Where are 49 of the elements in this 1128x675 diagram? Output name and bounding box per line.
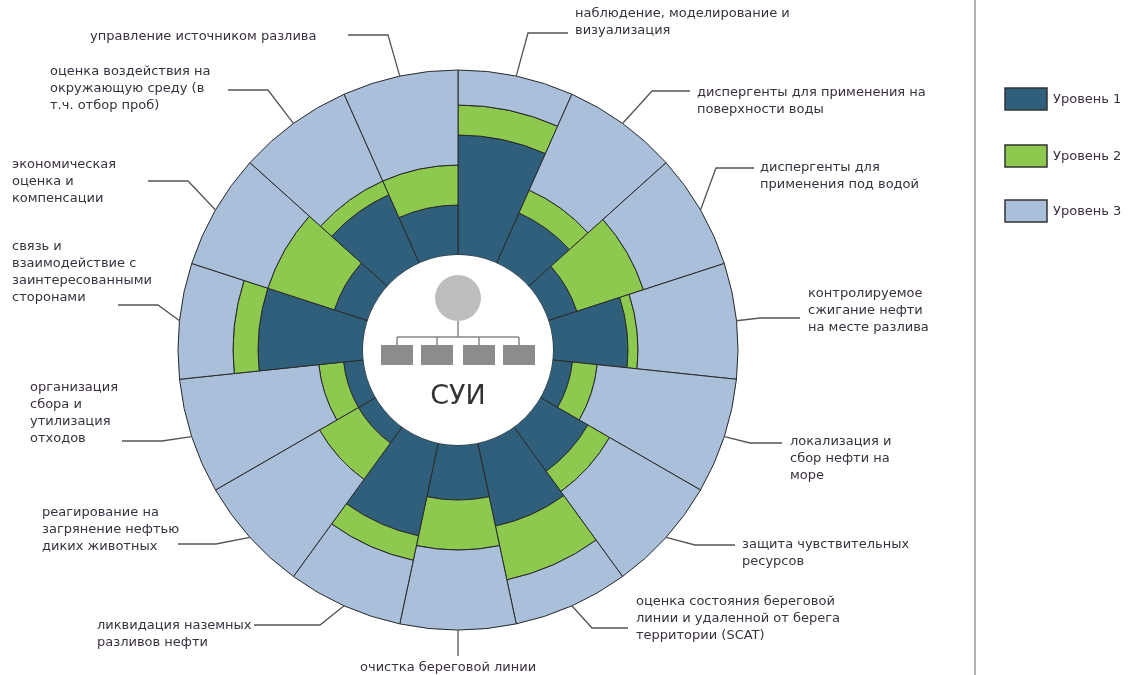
segment-label: контролируемое сжигание нефти на месте разлива: [808, 284, 943, 335]
ring-sector: [477, 426, 624, 625]
ring-sector: [343, 69, 459, 264]
leader-line: [227, 89, 295, 125]
leader-line: [147, 180, 217, 211]
segment-label: экономическая оценка и компенсации: [12, 155, 167, 206]
segment-label: наблюдение, моделирование и визуализация: [575, 4, 805, 38]
segment-label: оценка воздействия на окружающую среду (в т.ч. отбор проб): [50, 62, 225, 113]
ring-sector: [457, 69, 573, 264]
segment-label: организация сбора и утилизация отходов: [30, 378, 140, 446]
leader-line: [457, 629, 459, 657]
leader-line: [571, 605, 629, 629]
legend-label: Уровень 3: [1053, 203, 1122, 218]
leader-line: [253, 605, 345, 626]
legend-label: Уровень 2: [1053, 148, 1122, 163]
ring-sector: [547, 263, 739, 380]
ring-sector: [399, 442, 517, 631]
segment-label: ликвидация наземных разливов нефти: [97, 616, 277, 650]
ring-sector: [292, 426, 439, 625]
ring-sector: [191, 162, 388, 322]
ring-sector: [177, 263, 369, 380]
leader-line: [665, 536, 736, 546]
ring-sector: [249, 93, 420, 287]
segment-label: оценка состояния береговой линии и удаленной от берега территории (SCAT): [636, 592, 866, 643]
leader-line: [723, 435, 783, 444]
segment-label: локализация и сбор нефти на море: [790, 432, 895, 483]
segment-label: защита чувствительных ресурсов: [742, 535, 922, 569]
leader-line: [699, 167, 755, 211]
legend-label: Уровень 1: [1053, 91, 1122, 106]
ring-sector: [513, 397, 701, 577]
segment-label: диспергенты для применения на поверхности воды: [697, 83, 927, 117]
leader-line: [117, 304, 181, 322]
ring-sector: [539, 359, 737, 491]
ring-sector: [215, 397, 403, 577]
leader-line: [177, 536, 251, 545]
leader-line: [621, 90, 691, 125]
center-title: СУИ: [429, 379, 487, 410]
leader-line: [735, 317, 801, 322]
segment-label: очистка береговой линии: [360, 658, 560, 675]
ring-sector: [496, 93, 667, 287]
leader-line: [515, 32, 569, 77]
segment-label: реагирование на загрянение нефтью диких животных: [42, 503, 192, 554]
ring-sector: [528, 162, 725, 322]
segment-label: связь и взаимодействие с заинтересованными сторонами: [12, 237, 162, 305]
segment-label: управление источником разлива: [90, 27, 350, 44]
segment-label: диспергенты для применения под водой: [760, 158, 950, 192]
leader-line: [347, 34, 401, 77]
ring-sector: [179, 359, 377, 491]
leader-line: [121, 435, 193, 442]
